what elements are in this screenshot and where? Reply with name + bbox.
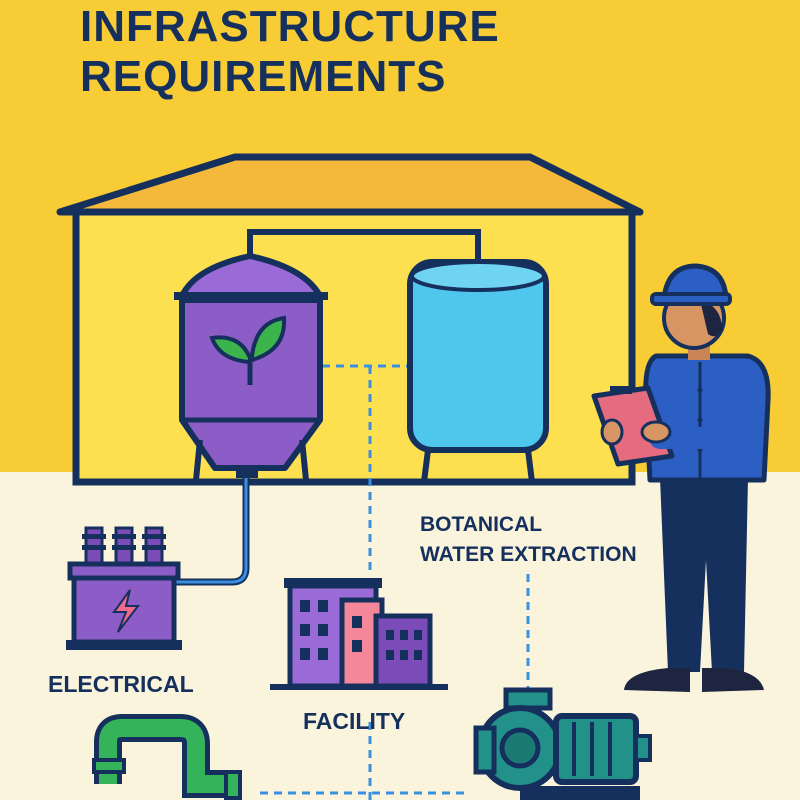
- dashed-connectors: [260, 364, 530, 800]
- leaf-icon: [209, 315, 287, 385]
- extraction-tank: [174, 253, 328, 481]
- hard-hat-icon: [650, 263, 732, 306]
- facility-label: FACILITY: [303, 708, 406, 734]
- engineer-figure: [591, 263, 771, 692]
- lightning-bolt-icon: [112, 589, 141, 633]
- electrical-transformer: [66, 526, 182, 650]
- botanical-label-line-2: WATER EXTRACTION: [420, 543, 637, 566]
- botanical-water-extraction-label: BOTANICAL WATER EXTRACTION: [420, 510, 637, 570]
- page-title: INFRASTRUCTURE REQUIREMENTS: [80, 2, 500, 102]
- water-tank: [407, 259, 549, 483]
- building-outline: [56, 153, 644, 486]
- water-pump: [473, 687, 652, 800]
- facility-building: [270, 578, 448, 690]
- connecting-pipe: [247, 229, 481, 262]
- bend-pipe: [92, 714, 242, 800]
- title-line-1: INFRASTRUCTURE: [80, 2, 500, 51]
- extractor-outlet-pipe: [176, 478, 250, 586]
- title-line-2: REQUIREMENTS: [80, 52, 447, 101]
- botanical-label-line-1: BOTANICAL: [420, 513, 543, 536]
- electrical-label: ELECTRICAL: [48, 671, 194, 697]
